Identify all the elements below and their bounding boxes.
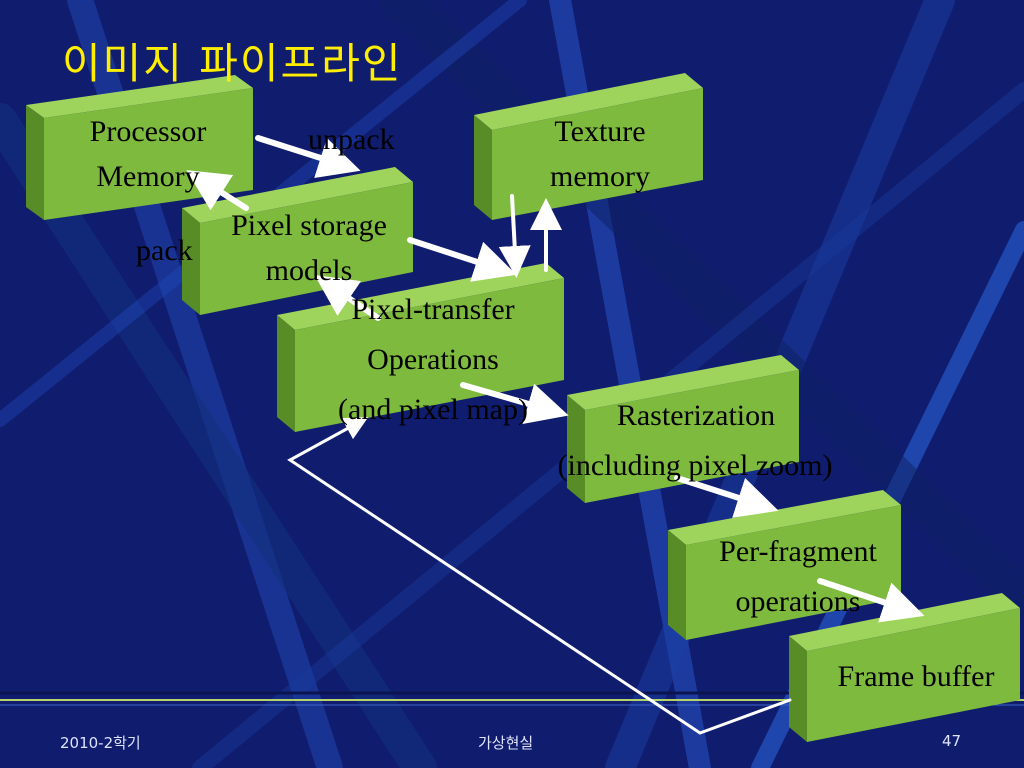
processor-memory-line-1: Processor [89,115,207,148]
texture-memory-line-1: Texture [554,115,646,148]
per-fragment-line-1: Per-fragment [719,535,877,568]
unpack-label: unpack [308,123,395,156]
per-fragment-label: Per-fragment operations [688,527,908,627]
pack-label: pack [136,234,193,267]
pixel-storage-line-1: Pixel storage [231,209,387,242]
framebuffer-readback-arrow [287,417,792,735]
rasterization-box [567,355,799,503]
footer-course: 가상현실 [478,734,534,752]
pack-arrow [186,170,249,211]
frame-buffer-line-1: Frame buffer [837,660,995,693]
per-fragment-line-2: operations [735,585,861,618]
transfer-to-storage-arrow [314,274,381,321]
pixel-transfer-line-1: Pixel-transfer [351,293,515,326]
per-fragment-box [668,490,901,640]
texture-memory-line-2: memory [550,160,650,193]
texture-to-transfer-arrow [498,194,531,278]
pixel-transfer-line-3: (and pixel map) [338,393,528,426]
slide-title: 이미지 파이프라인 [62,39,403,88]
rasterization-line-1: Rasterization [616,399,776,432]
raster-to-fragment-arrow [674,475,779,518]
footer-page-number: 47 [942,732,962,750]
storage-to-transfer-arrow [407,237,517,282]
transfer-to-raster-arrow [460,382,569,425]
texture-memory-label: Texture memory [520,109,680,199]
fragment-to-framebuffer-arrow [817,578,925,623]
rasterization-line-2: (including pixel zoom) [557,449,833,482]
pixel-transfer-label: Pixel-transfer Operations (and pixel map… [300,285,566,435]
pixel-storage-label: Pixel storage models [203,203,415,293]
frame-buffer-label: Frame buffer [810,654,1022,699]
pixel-storage-line-2: models [265,254,353,287]
processor-memory-line-2: Memory [96,160,200,193]
unpack-arrow [255,135,361,178]
footer-semester: 2010-2학기 [60,734,141,752]
processor-memory-label: Processor Memory [60,109,236,199]
rasterization-label: Rasterization (including pixel zoom) [505,391,885,491]
pipeline-arrows [186,135,925,735]
pixel-transfer-line-2: Operations [367,343,499,376]
texture-memory-box [474,73,703,220]
